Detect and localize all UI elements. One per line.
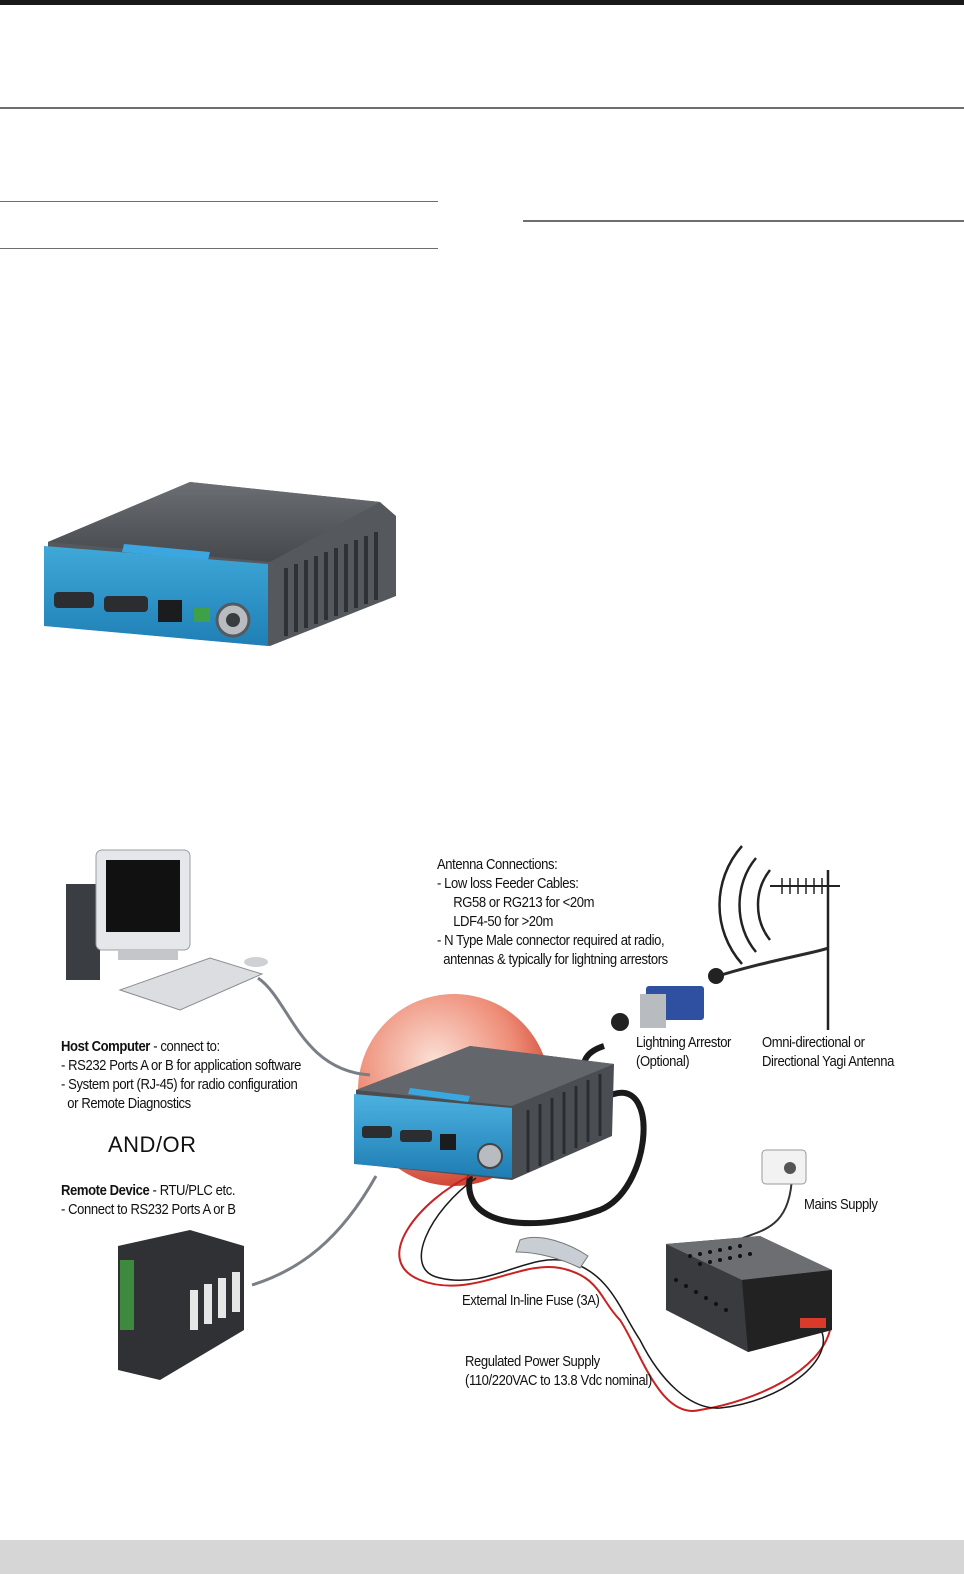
antenna-connections-label: Antenna Connections: - Low loss Feeder C… [437,856,668,970]
antenna-connections-title: Antenna Connections: [437,857,558,873]
antenna-label: Omni-directional or Directional Yagi Ant… [762,1034,894,1072]
left-column-rule-2 [0,248,438,249]
host-computer-line-3: or Remote Diagnostics [67,1096,191,1112]
host-computer-line-2: - System port (RJ-45) for radio configur… [61,1077,298,1093]
antenna-connections-line-2: RG58 or RG213 for <20m [453,895,595,911]
host-computer-title: Host Computer [61,1039,150,1055]
antenna-line-2: Directional Yagi Antenna [762,1054,895,1070]
host-computer-label: Host Computer - connect to: - RS232 Port… [61,1038,301,1114]
antenna-connections-line-1: - Low loss Feeder Cables: [437,876,579,892]
left-column-rule-1 [0,201,438,202]
mains-supply-label: Mains Supply [804,1197,878,1213]
remote-device-line-1: - Connect to RS232 Ports A or B [61,1202,236,1218]
power-supply-line-1: Regulated Power Supply [465,1354,600,1370]
antenna-connections-line-4: - N Type Male connector required at radi… [437,933,665,949]
antenna-line-1: Omni-directional or [762,1035,865,1051]
remote-device-title-suffix: - RTU/PLC etc. [149,1183,236,1199]
and-or-label: AND/OR [108,1132,197,1157]
lightning-arrestor-line-2: (Optional) [636,1054,690,1070]
footer-bar [0,1540,964,1574]
host-computer-line-1: - RS232 Ports A or B for application sof… [61,1058,302,1074]
lightning-arrestor-line-1: Lightning Arrestor [636,1035,732,1051]
radio-product-photo [44,482,396,646]
right-column-rule [523,220,964,222]
header-rule [0,107,964,109]
host-computer-title-suffix: - connect to: [149,1039,220,1055]
host-computer-heading: Host Computer - connect to: [61,1038,301,1057]
antenna-connections-line-3: LDF4-50 for >20m [453,914,553,930]
power-supply-line-2: (110/220VAC to 13.8 Vdc nominal) [465,1373,652,1389]
remote-device-heading: Remote Device - RTU/PLC etc. [61,1182,236,1201]
fuse-label: External In-line Fuse (3A) [462,1293,600,1309]
antenna-connections-line-5: antennas & typically for lightning arres… [443,952,668,968]
connection-diagram [66,845,840,1412]
remote-device-title: Remote Device [61,1183,150,1199]
power-supply-label: Regulated Power Supply (110/220VAC to 13… [465,1353,652,1391]
top-bar [0,0,964,5]
lightning-arrestor-label: Lightning Arrestor (Optional) [636,1034,731,1072]
remote-device-label: Remote Device - RTU/PLC etc. - Connect t… [61,1182,236,1220]
